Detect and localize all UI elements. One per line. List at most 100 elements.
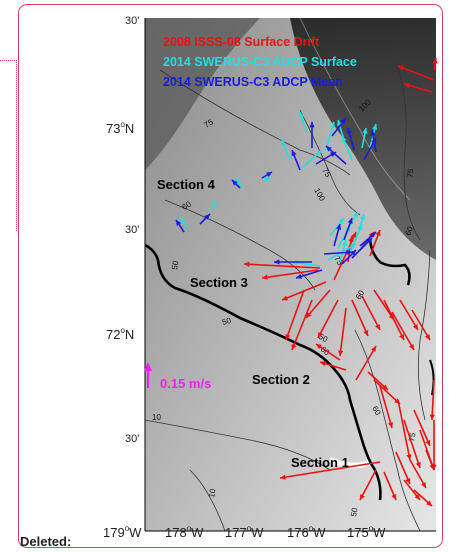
current-vector-arrow: [279, 461, 381, 480]
current-vector-arrow: [261, 269, 319, 280]
current-vector-arrow: [383, 471, 397, 501]
contour-label: 50: [221, 316, 232, 327]
depth-contours: [145, 59, 431, 531]
current-vector-arrow: [397, 399, 412, 461]
current-vector-arrow: [411, 309, 431, 341]
legend-entry-adcp-mean: 2014 SWERUS-C3 ADCP Mean: [163, 75, 343, 89]
current-vector-arrow: [331, 117, 347, 137]
current-vector-arrow: [351, 237, 373, 259]
current-vector-arrow: [274, 259, 312, 265]
current-vector-arrow: [333, 223, 342, 247]
isobath-50m: [145, 239, 435, 501]
current-vector-arrow: [397, 65, 435, 81]
current-vector-arrow: [341, 135, 353, 161]
longitude-labels: 179oW 178oW 177oW 176oW 175oW: [103, 524, 386, 540]
current-vector-arrow: [263, 175, 271, 183]
current-vector-arrow: [315, 343, 341, 361]
current-vector-arrow: [231, 179, 241, 189]
lon-label-178w: 178oW: [165, 524, 204, 540]
latitude-labels: 30' 73oN 30' 72oN 30': [106, 15, 139, 445]
current-vector-arrow: [413, 409, 431, 447]
current-vector-arrow: [305, 289, 331, 319]
legend-entry-adcp-surface: 2014 SWERUS-C3 ADCP Surface: [163, 55, 357, 69]
current-vector-arrow: [346, 127, 355, 151]
current-vector-arrow: [325, 121, 336, 151]
scale-label: 0.15 m/s: [160, 376, 211, 391]
lon-label-176w: 176oW: [287, 524, 326, 540]
current-vector-arrow: [211, 199, 217, 211]
current-vector-arrow: [429, 379, 435, 421]
current-vector-arrow: [361, 127, 368, 149]
current-vector-arrow: [395, 451, 411, 485]
current-vector-arrow: [179, 217, 189, 229]
section-2-label: Section 2: [252, 372, 310, 387]
current-vector-arrow: [361, 295, 381, 331]
scale-arrow-group: 0.15 m/s: [144, 362, 211, 391]
lon-label-179w: 179oW: [103, 524, 142, 540]
current-vector-arrow: [299, 111, 307, 133]
lat-label-73n: 73oN: [106, 120, 134, 136]
current-vector-arrow: [363, 137, 377, 161]
surface-drift-arrows: [243, 57, 438, 507]
current-vector-arrow: [325, 145, 347, 165]
current-vector-arrow: [243, 261, 321, 269]
current-vector-arrow: [319, 361, 347, 371]
current-vector-arrow: [301, 149, 323, 169]
lat-label-72n: 72oN: [106, 326, 134, 342]
comment-balloon[interactable]: [18, 4, 443, 548]
legend-entry-drift: 2008 ISSS-08 Surface Drift: [163, 35, 320, 49]
current-vector-arrow: [432, 57, 438, 71]
adcp-surface-arrows: [179, 111, 378, 267]
current-vector-arrow: [295, 269, 323, 279]
contour-label: 10: [207, 487, 218, 498]
current-vector-arrow: [338, 307, 347, 357]
lat-label-mid: 30': [125, 224, 139, 236]
current-vector-arrow: [323, 249, 353, 255]
scale-arrow-head: [144, 362, 152, 371]
current-vector-arrow: [199, 213, 211, 225]
lon-label-175w: 175oW: [347, 524, 386, 540]
current-vector-arrow: [341, 249, 357, 265]
current-vector-arrow: [391, 311, 415, 351]
contour-label: 50: [170, 259, 181, 270]
current-vector-arrow: [383, 299, 405, 341]
section-1-label: Section 1: [291, 455, 349, 470]
current-vector-arrow: [403, 479, 421, 501]
current-vector-arrow: [355, 345, 377, 381]
current-vector-arrow: [369, 229, 381, 257]
current-vector-arrow: [285, 289, 305, 341]
current-vector-arrow: [291, 149, 301, 171]
current-vector-arrow: [403, 82, 433, 93]
section-4-label: Section 4: [157, 177, 216, 192]
deleted-label: Deleted:: [20, 534, 72, 549]
lat-label-top: 30': [125, 15, 139, 27]
current-vector-arrow: [355, 213, 365, 241]
current-vector-arrow: [235, 177, 243, 189]
current-vector-arrow: [379, 385, 394, 429]
current-vector-arrow: [403, 419, 421, 469]
comment-connector-line: [0, 60, 17, 231]
current-vector-arrow: [399, 299, 419, 331]
contour-label: 75: [405, 167, 416, 178]
contour-label: 50: [349, 506, 360, 517]
current-vector-arrow: [175, 219, 185, 233]
current-vector-arrow: [291, 299, 313, 351]
current-vector-arrow: [317, 299, 339, 339]
current-vector-arrow: [329, 217, 345, 237]
lat-label-low: 30': [125, 433, 139, 445]
current-vector-arrow: [413, 489, 433, 507]
lon-label-177w: 177oW: [225, 524, 264, 540]
contour-label: 60: [403, 225, 415, 237]
section-3-label: Section 3: [190, 275, 248, 290]
current-vector-arrow: [309, 122, 315, 148]
map-legend: 2008 ISSS-08 Surface Drift 2014 SWERUS-C…: [163, 35, 357, 89]
current-vector-arrow: [409, 459, 427, 489]
current-vector-arrow: [359, 231, 377, 247]
section-labels: Section 4 Section 3 Section 2 Section 1: [157, 177, 349, 470]
current-vector-arrow: [343, 217, 353, 241]
current-vector-arrow: [261, 171, 273, 179]
contour-label: 10: [152, 413, 161, 422]
current-vector-arrow: [359, 469, 377, 501]
